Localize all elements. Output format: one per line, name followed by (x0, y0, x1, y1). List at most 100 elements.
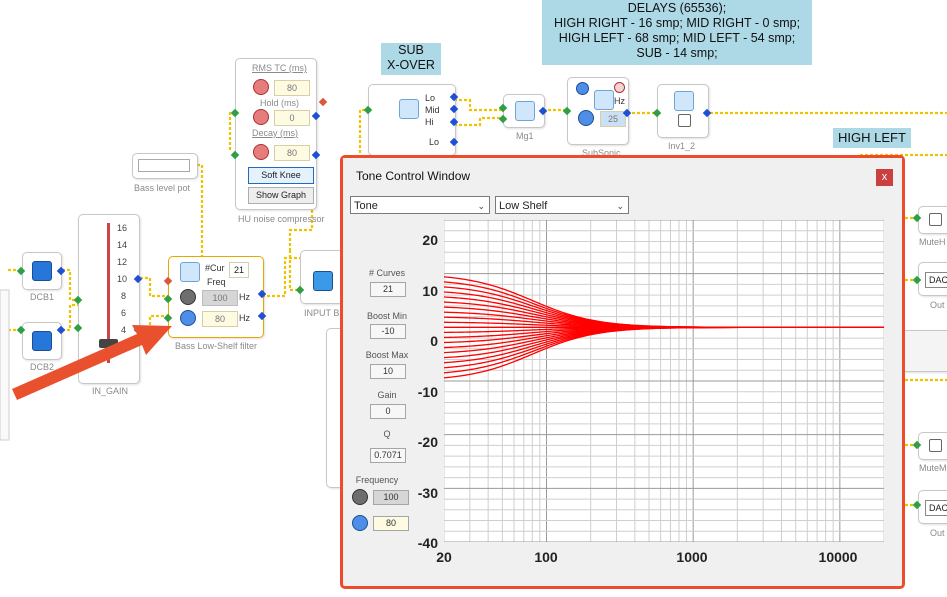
in-gain-track[interactable] (107, 223, 110, 363)
filter-type-value: Low Shelf (499, 200, 548, 212)
out-2-block[interactable]: DAC (918, 490, 947, 524)
bass-level-pot-block[interactable] (132, 153, 198, 179)
subsonic-wave-icon[interactable] (614, 82, 625, 93)
bass-shelf-blue-knob-icon[interactable] (180, 310, 196, 326)
bass-shelf-gray-value[interactable]: 100 (202, 290, 238, 306)
out-1-block[interactable]: DAC (918, 262, 947, 296)
bass-low-shelf-block[interactable]: #Cur 21 Freq 100 Hz 80 Hz (168, 256, 264, 338)
gain-value[interactable]: 0 (370, 404, 406, 419)
x-tick-label: 10000 (818, 549, 858, 565)
invert-checkbox[interactable] (678, 114, 691, 127)
in-gain-tick: 10 (117, 274, 128, 284)
close-button[interactable]: x (876, 169, 893, 186)
boost-max-value[interactable]: 10 (370, 364, 406, 379)
frequency-blue-knob-icon[interactable] (352, 515, 368, 531)
sub-xover-block[interactable]: Lo Mid Hi Lo (368, 84, 456, 156)
xover-port-lo: Lo (425, 93, 436, 103)
subsonic-power-icon[interactable] (576, 82, 589, 95)
bass-shelf-hz-1: Hz (239, 292, 250, 302)
grid-layer (444, 220, 884, 542)
mute-m-block[interactable] (918, 432, 947, 460)
xover-port-lo-2: Lo (429, 137, 440, 147)
q-value[interactable]: 0.7071 (370, 448, 406, 463)
tone-dialog-titlebar[interactable]: Tone Control Window x (343, 158, 902, 190)
dac-2-field[interactable]: DAC (925, 500, 947, 516)
bass-level-pot-caption: Bass level pot (134, 183, 191, 193)
delays-line-4: SUB - 14 smp; (636, 46, 718, 60)
xover-port-mid: Mid (425, 105, 440, 115)
subsonic-value[interactable]: 25 (600, 111, 626, 127)
tone-type-select[interactable]: Tone ⌄ (350, 196, 490, 214)
y-tick-label: -40 (417, 535, 438, 551)
x-tick-label: 20 (436, 549, 452, 565)
subsonic-freq-knob-icon[interactable] (578, 110, 594, 126)
hold-value[interactable]: 0 (274, 110, 310, 126)
chevron-down-icon: ⌄ (616, 201, 624, 211)
in-gain-tick: 8 (121, 291, 127, 301)
decay-knob-icon[interactable] (253, 144, 269, 160)
boost-min-value[interactable]: -10 (370, 324, 406, 339)
y-tick-label: 10 (422, 283, 438, 299)
dac-1-field[interactable]: DAC (925, 272, 947, 288)
annotation-arrow-icon (12, 325, 172, 400)
dcb2-caption: DCB2 (30, 362, 55, 372)
dcb1-block[interactable] (22, 252, 62, 290)
mg1-block[interactable] (503, 94, 545, 128)
frequency-blue-value[interactable]: 80 (373, 516, 409, 531)
frequency-label: Frequency (355, 475, 399, 485)
y-tick-label: 0 (430, 333, 438, 349)
soft-knee-button[interactable]: Soft Knee (248, 167, 314, 184)
input-b-block[interactable] (300, 250, 344, 304)
frequency-gray-knob-icon[interactable] (352, 489, 368, 505)
bass-low-shelf-caption: Bass Low-Shelf filter (175, 341, 258, 351)
dcb-filter-icon (32, 331, 52, 351)
sub-xover-line-2: X-OVER (387, 58, 435, 72)
bass-shelf-cur-label: #Cur (205, 263, 225, 273)
bass-shelf-freq-label: Freq (207, 277, 226, 287)
hu-noise-compressor-block[interactable]: RMS TC (ms) 80 Hold (ms) 0 Decay (ms) 80… (235, 58, 328, 210)
mute-m-checkbox[interactable] (929, 439, 942, 452)
tone-response-chart (444, 220, 884, 542)
tone-type-value: Tone (354, 200, 378, 212)
bass-shelf-gray-knob-icon[interactable] (180, 289, 196, 305)
hu-noise-compressor-caption: HU noise compressor (238, 214, 325, 224)
gain-label: Gain (377, 390, 397, 400)
y-tick-label: -10 (417, 384, 438, 400)
subsonic-hz: Hz (614, 96, 625, 106)
tone-dialog-title: Tone Control Window (356, 169, 471, 183)
in-gain-tick: 4 (121, 325, 127, 335)
dcb2-block[interactable] (22, 322, 62, 360)
mute-h-block[interactable] (918, 206, 947, 234)
in-gain-tick: 12 (117, 257, 128, 267)
bass-shelf-blue-value[interactable]: 80 (202, 311, 238, 327)
show-graph-button[interactable]: Show Graph (248, 187, 314, 204)
hold-knob-icon[interactable] (253, 109, 269, 125)
in-gain-tick: 6 (121, 308, 127, 318)
bass-level-pot-field[interactable] (138, 159, 190, 172)
bass-shelf-hz-2: Hz (239, 313, 250, 323)
x-tick-label: 100 (534, 549, 558, 565)
y-tick-label: 20 (422, 232, 438, 248)
mg1-caption: Mg1 (516, 131, 534, 141)
hold-label: Hold (ms) (260, 98, 300, 108)
rms-tc-value[interactable]: 80 (274, 80, 310, 96)
mute-h-checkbox[interactable] (929, 213, 942, 226)
out-1-caption: Out (930, 300, 945, 310)
high-left-label: HIGH LEFT (833, 128, 911, 148)
x-tick-label: 1000 (676, 549, 708, 565)
frequency-gray-value[interactable]: 100 (373, 490, 409, 505)
rms-tc-label: RMS TC (ms) (252, 63, 307, 73)
shelf-filter-icon (180, 262, 200, 282)
crossover-icon (399, 99, 419, 119)
subsonic-block[interactable]: Hz 25 (567, 77, 629, 145)
in-gain-caption: IN_GAIN (92, 386, 129, 396)
in-gain-thumb[interactable] (99, 339, 118, 348)
curves-value[interactable]: 21 (370, 282, 406, 297)
rms-tc-knob-icon[interactable] (253, 79, 269, 95)
filter-type-select[interactable]: Low Shelf ⌄ (495, 196, 629, 214)
bass-shelf-cur-value[interactable]: 21 (229, 262, 249, 278)
decay-label: Decay (ms) (252, 128, 299, 138)
decay-value[interactable]: 80 (274, 145, 310, 161)
tone-control-window[interactable]: Tone Control Window x Tone ⌄ Low Shelf ⌄… (340, 155, 905, 589)
inv-block[interactable] (657, 84, 709, 138)
